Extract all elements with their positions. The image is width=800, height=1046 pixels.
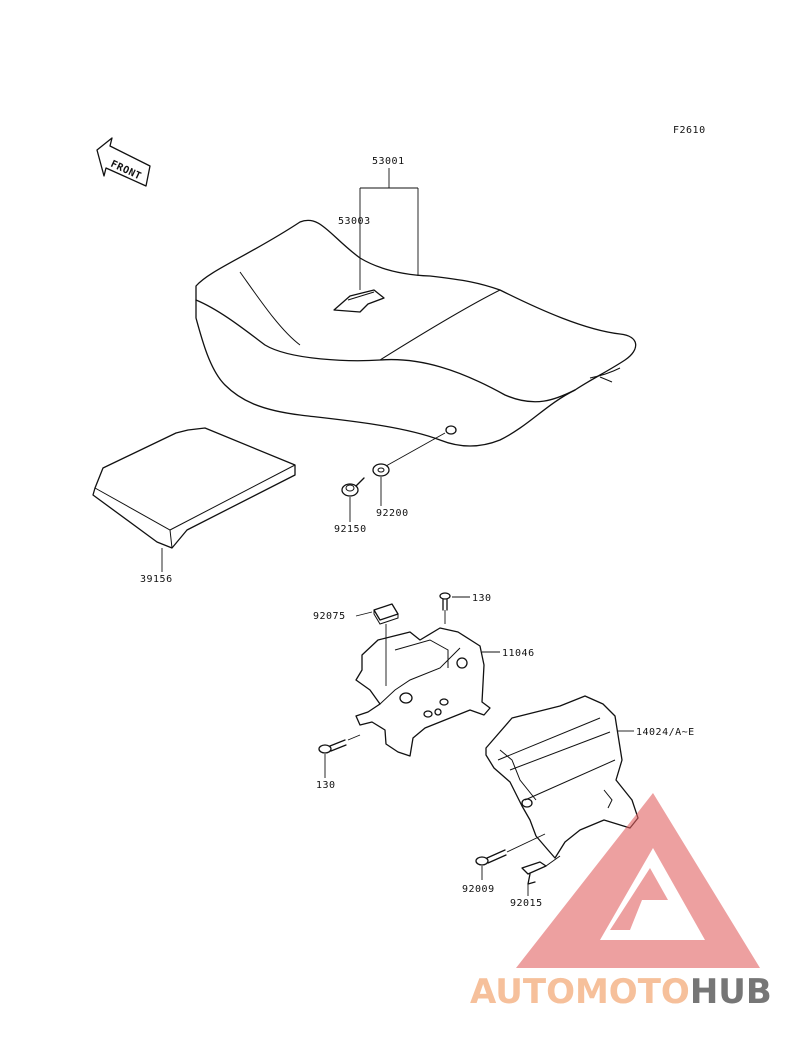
label-seat-bolt: 92150 — [334, 524, 367, 535]
watermark: AUTOMOTOHUB — [470, 793, 772, 1012]
case — [485, 695, 639, 859]
clamp — [521, 855, 561, 885]
bolt-top — [439, 592, 451, 611]
label-seat-logo: 53003 — [338, 216, 371, 227]
pad — [373, 603, 399, 625]
seat-bolt — [341, 477, 365, 497]
label-bolt-left: 130 — [316, 780, 336, 791]
label-pad: 92075 — [313, 611, 346, 622]
label-clamp: 92015 — [510, 898, 543, 909]
tray — [92, 427, 296, 549]
label-tray: 39156 — [140, 574, 173, 585]
bracket — [355, 627, 491, 757]
label-bracket: 11046 — [502, 648, 535, 659]
front-arrow-label: FRONT — [109, 159, 143, 183]
bolt-case — [475, 849, 507, 866]
label-seat-washer: 92200 — [376, 508, 409, 519]
label-bolt-top: 130 — [472, 593, 492, 604]
label-seat-assy: 53001 — [372, 156, 405, 167]
label-case: 14024/A~E — [636, 727, 695, 738]
label-bolt-case: 92009 — [462, 884, 495, 895]
watermark-text-part2: HUB — [690, 972, 772, 1012]
watermark-text-light: AUTOMOTOHUB — [470, 972, 772, 1012]
watermark-text-part1: AUTOMOTO — [470, 972, 690, 1012]
seat — [195, 219, 637, 447]
bolt-left — [318, 739, 347, 754]
figure-code: F2610 — [673, 125, 706, 136]
watermark-triangle-logo — [516, 793, 760, 968]
front-arrow: FRONT — [96, 137, 151, 187]
seat-washer — [372, 463, 390, 477]
